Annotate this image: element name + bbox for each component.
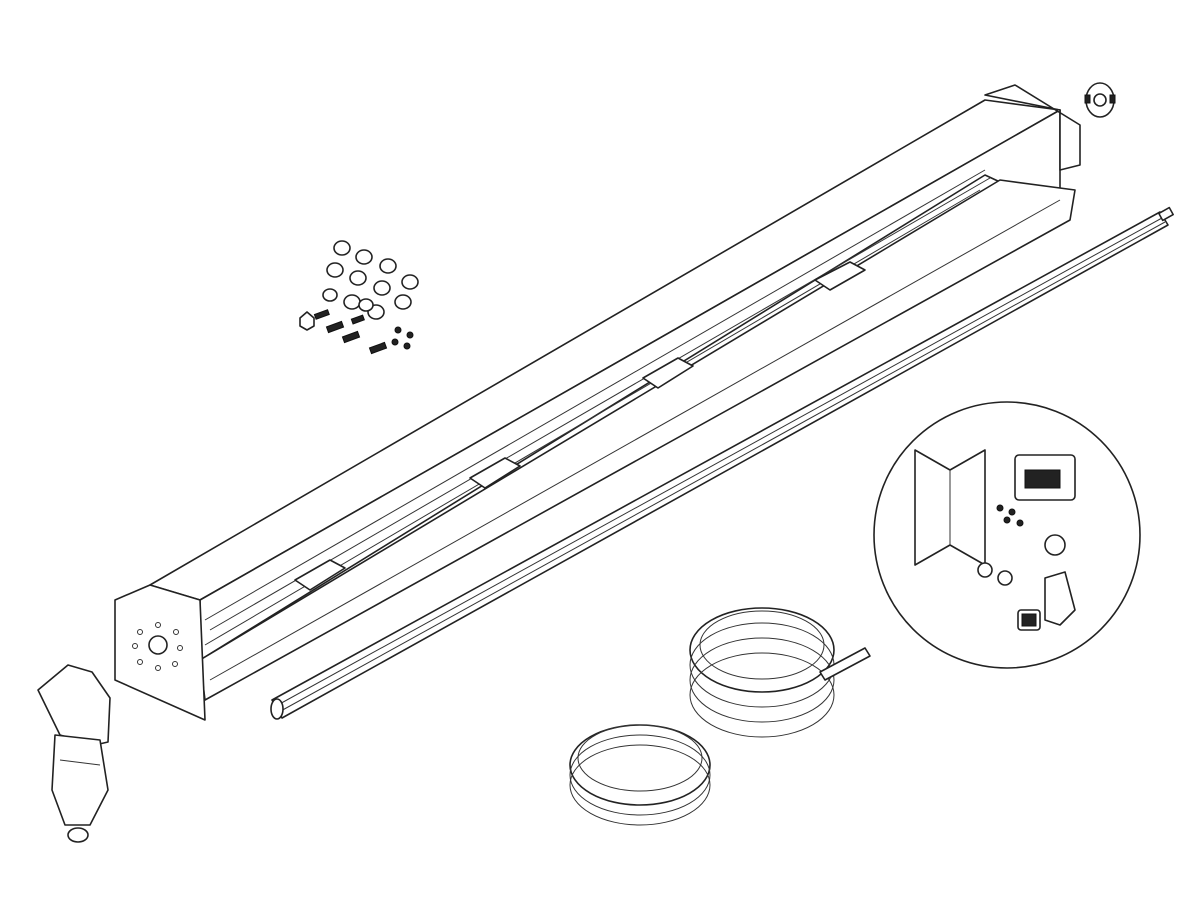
knob	[1044, 534, 1066, 556]
bolt-pattern	[132, 622, 183, 671]
bracket-3	[642, 357, 694, 389]
mounting-clip	[1044, 571, 1076, 626]
cassette-right-end	[984, 84, 1081, 171]
end-cap	[1084, 82, 1116, 118]
small-parts	[996, 504, 1024, 527]
awning-cassette	[114, 84, 1081, 721]
detail-circle	[873, 401, 1141, 669]
cable-coil-large	[689, 607, 871, 738]
cable-coil-small	[569, 724, 711, 826]
bracket-4	[814, 261, 866, 291]
hardware-kit	[299, 240, 419, 355]
accessory-kit-detail	[873, 401, 1141, 669]
roller-tube	[270, 206, 1174, 720]
motor-end-unit	[37, 664, 111, 843]
bracket-2	[469, 457, 521, 489]
bracket-1	[294, 559, 346, 591]
